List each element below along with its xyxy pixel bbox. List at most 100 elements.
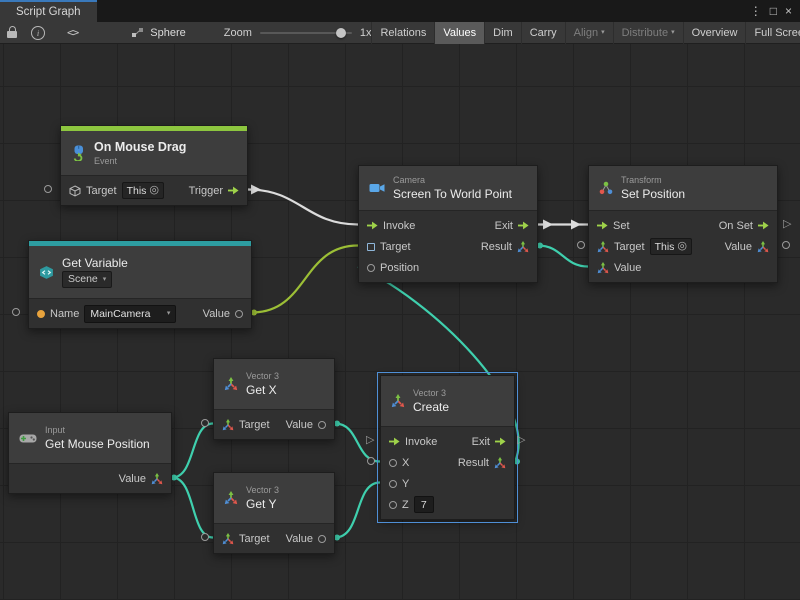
carry-button[interactable]: Carry	[521, 22, 565, 44]
transform-icon	[599, 181, 613, 195]
external-port-target-gety[interactable]	[201, 533, 209, 541]
z-value-field[interactable]: 7	[414, 496, 434, 513]
vector3-port-icon[interactable]	[597, 241, 609, 253]
node-get-mouse-position[interactable]: Input Get Mouse Position Value	[8, 412, 172, 494]
tab-script-graph[interactable]: Script Graph	[0, 0, 97, 22]
name-input-port[interactable]	[37, 310, 45, 318]
graph-toolbar: i <> Sphere Zoom 1x Relations Values	[0, 22, 800, 44]
button-label: Distribute	[622, 27, 668, 39]
node-set-position[interactable]: Transform Set Position Set On Set Target	[588, 165, 778, 283]
wire-mousepos-to-gety	[172, 478, 213, 538]
close-icon[interactable]: ×	[785, 4, 792, 18]
external-port-x-create[interactable]	[367, 457, 375, 465]
values-button[interactable]: Values	[434, 22, 484, 44]
value-output-port[interactable]	[318, 421, 326, 429]
z-input-port[interactable]	[389, 501, 397, 509]
port-label-value-out: Value	[725, 241, 752, 253]
vector3-icon	[224, 491, 238, 505]
x-input-port[interactable]	[389, 459, 397, 467]
vector3-port-icon[interactable]	[222, 419, 234, 431]
port-label-y: Y	[402, 478, 409, 490]
wire-arrowhead	[251, 185, 261, 195]
code-icon: <>	[67, 26, 78, 39]
variable-scope-dropdown[interactable]: Scene ▾	[62, 271, 112, 288]
external-flow-marker-invoke-create[interactable]: ▷	[366, 435, 374, 446]
flow-output-port-icon[interactable]	[228, 185, 239, 196]
scope-label: Scene	[68, 273, 98, 286]
wire-arrowhead	[543, 220, 553, 230]
flow-input-port-icon[interactable]	[367, 220, 378, 231]
flow-input-port-icon[interactable]	[389, 436, 400, 447]
wire-gety-to-y	[335, 483, 380, 538]
vector3-port-icon[interactable]	[597, 262, 609, 274]
vector3-icon	[224, 377, 238, 391]
full-screen-button[interactable]: Full Screen	[745, 22, 800, 44]
lock-icon	[7, 31, 17, 38]
gamepad-icon	[19, 432, 37, 444]
node-title: Set Position	[621, 187, 685, 201]
node-title: Create	[413, 400, 449, 414]
port-label-target: Target	[86, 185, 117, 197]
chip-label: This	[127, 185, 147, 197]
external-port-target-getx[interactable]	[201, 419, 209, 427]
vector3-port-icon[interactable]	[151, 473, 163, 485]
distribute-button[interactable]: Distribute ▾	[613, 22, 683, 44]
node-vector3-create[interactable]: Vector 3 Create Invoke Exit X	[380, 375, 515, 520]
node-title: Get X	[246, 383, 279, 397]
dropdown-caret-icon: ▾	[103, 276, 107, 283]
zoom-slider[interactable]	[260, 26, 352, 40]
node-subtitle: Event	[94, 156, 186, 167]
external-port-valueout-setposition[interactable]	[782, 241, 790, 249]
external-flow-marker-exit-create[interactable]: ▷	[517, 435, 525, 446]
info-icon: i	[31, 26, 45, 40]
zoom-slider-knob[interactable]	[336, 28, 346, 38]
node-screen-to-world-point[interactable]: Camera Screen To World Point Invoke Exit…	[358, 165, 538, 283]
object-picker-icon[interactable]: ◎	[149, 185, 159, 196]
port-label-x: X	[402, 457, 409, 469]
external-port-target-onmousedrag[interactable]	[44, 185, 52, 193]
node-get-variable[interactable]: Get Variable Scene ▾ Name MainCamera ▾	[28, 240, 252, 329]
vector3-port-icon[interactable]	[222, 533, 234, 545]
align-button[interactable]: Align ▾	[565, 22, 613, 44]
node-category: Vector 3	[246, 485, 279, 496]
script-machine-icon	[131, 27, 144, 39]
external-port-name-getvariable[interactable]	[12, 308, 20, 316]
dim-button[interactable]: Dim	[484, 22, 521, 44]
node-vector3-get-y[interactable]: Vector 3 Get Y Target Value	[213, 472, 335, 554]
flow-input-port-icon[interactable]	[597, 220, 608, 231]
port-label-value-in: Value	[614, 262, 641, 274]
graph-target[interactable]: Sphere	[131, 27, 185, 39]
relations-button[interactable]: Relations	[371, 22, 434, 44]
kebab-menu-icon[interactable]: ⋮	[750, 4, 762, 18]
variable-name-field[interactable]: MainCamera ▾	[84, 305, 176, 323]
overview-button[interactable]: Overview	[683, 22, 746, 44]
this-object-chip[interactable]: This ◎	[650, 238, 692, 255]
node-vector3-get-x[interactable]: Vector 3 Get X Target Value	[213, 358, 335, 440]
value-output-port[interactable]	[318, 535, 326, 543]
node-on-mouse-drag[interactable]: On Mouse Drag Event Target This ◎ Trigge…	[60, 125, 248, 206]
flow-output-port-icon[interactable]	[495, 436, 506, 447]
code-view-button[interactable]: <>	[60, 22, 85, 44]
vector3-port-icon[interactable]	[517, 241, 529, 253]
info-button[interactable]: i	[24, 22, 52, 44]
target-input-port[interactable]	[367, 243, 375, 251]
cube-icon	[69, 185, 81, 197]
node-title: On Mouse Drag	[94, 140, 186, 155]
button-label: Carry	[530, 27, 557, 39]
value-output-port[interactable]	[235, 310, 243, 318]
external-flow-marker-onset[interactable]: ▷	[783, 219, 791, 230]
y-input-port[interactable]	[389, 480, 397, 488]
flow-output-port-icon[interactable]	[518, 220, 529, 231]
this-object-chip[interactable]: This ◎	[122, 182, 164, 199]
lock-button[interactable]	[0, 22, 24, 44]
maximize-icon[interactable]: □	[770, 4, 777, 18]
vector3-port-icon[interactable]	[757, 241, 769, 253]
dropdown-caret-icon: ▾	[601, 29, 605, 36]
port-label-target: Target	[380, 241, 411, 253]
external-port-target-setposition[interactable]	[577, 241, 585, 249]
object-picker-icon[interactable]: ◎	[677, 241, 687, 252]
vector3-port-icon[interactable]	[494, 457, 506, 469]
flow-output-port-icon[interactable]	[758, 220, 769, 231]
position-input-port[interactable]	[367, 264, 375, 272]
graph-canvas[interactable]: On Mouse Drag Event Target This ◎ Trigge…	[0, 44, 800, 600]
